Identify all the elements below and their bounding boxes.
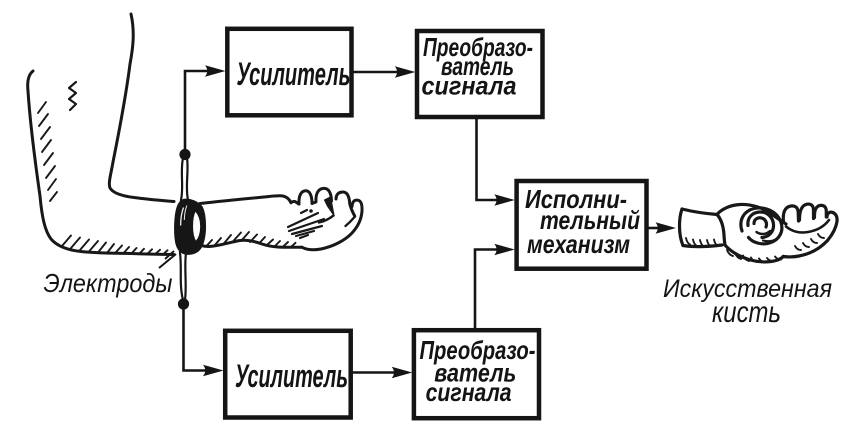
svg-text:Преобразо-: Преобразо- xyxy=(420,335,536,365)
svg-text:ватель: ватель xyxy=(434,358,516,388)
svg-text:сигнала: сигнала xyxy=(422,71,517,101)
svg-text:механизм: механизм xyxy=(527,229,630,259)
svg-text:кисть: кисть xyxy=(712,296,781,329)
svg-text:Усилитель: Усилитель xyxy=(235,358,348,394)
svg-text:ватель: ватель xyxy=(441,51,514,81)
svg-text:сигнала: сигнала xyxy=(426,377,512,407)
svg-text:Преобразо-: Преобразо- xyxy=(423,32,533,62)
svg-text:тельный: тельный xyxy=(540,205,640,235)
svg-text:Электроды: Электроды xyxy=(44,268,173,298)
svg-text:Искусственная: Искусственная xyxy=(663,275,832,303)
svg-text:Усилитель: Усилитель xyxy=(237,56,351,92)
svg-text:Исполни-: Исполни- xyxy=(525,184,627,214)
